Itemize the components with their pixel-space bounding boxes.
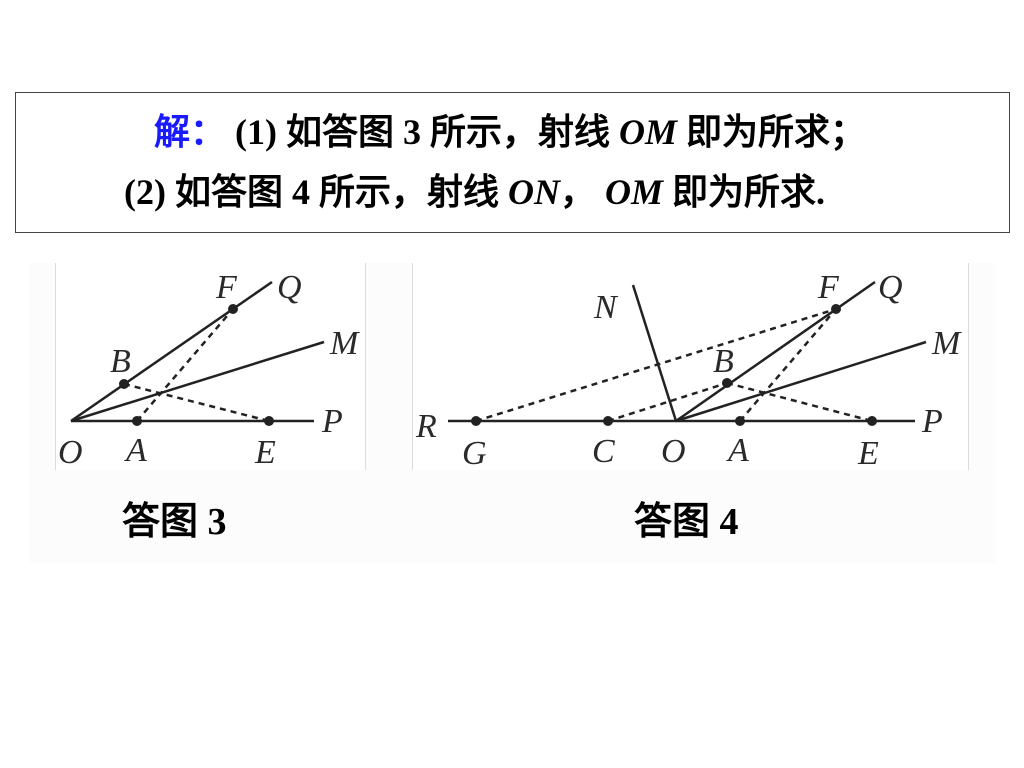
- line2-ray1: ON: [507, 172, 560, 212]
- figure-4-caption: 答图 4: [634, 501, 739, 543]
- label-C: C: [592, 433, 615, 470]
- solution-line-1: 解： (1) 如答图 3 所示，射线 OM 即为所求；: [154, 103, 866, 155]
- point-C: [603, 416, 613, 426]
- line1-ray: OM: [619, 112, 678, 152]
- point-E: [264, 416, 274, 426]
- label-B: B: [713, 343, 734, 380]
- dashed-GF: [475, 307, 837, 423]
- point-B: [722, 378, 732, 388]
- dashed-BE: [123, 382, 270, 423]
- label-M: M: [329, 325, 360, 362]
- label-R: R: [415, 408, 437, 445]
- label-B: B: [110, 343, 131, 380]
- line1-prefix: (1) 如答图 3 所示，射线: [235, 112, 619, 152]
- label-F: F: [215, 269, 238, 306]
- point-F: [831, 304, 841, 314]
- dashed-AF: [739, 308, 837, 422]
- label-E: E: [254, 434, 276, 471]
- label-O: O: [661, 433, 686, 470]
- label-Q: Q: [878, 269, 903, 306]
- label-M: M: [931, 325, 962, 362]
- ray-OM: [675, 340, 927, 423]
- label-A: A: [726, 432, 749, 469]
- figure-4-labels: R G C O A E P N B F Q M: [415, 269, 962, 472]
- figure-3-labels: O A E P B F Q M: [58, 269, 360, 471]
- line1-suffix: 即为所求；: [677, 112, 867, 152]
- dashed-AF: [136, 308, 234, 422]
- solution-box: 解： (1) 如答图 3 所示，射线 OM 即为所求； (2) 如答图 4 所示…: [15, 92, 1010, 233]
- point-B: [119, 379, 129, 389]
- ray-OQ: [70, 280, 273, 423]
- point-E: [867, 416, 877, 426]
- line2-prefix: (2) 如答图 4 所示，射线: [124, 172, 508, 212]
- figure-3-panel: [55, 263, 366, 470]
- figure-3-caption: 答图 3: [122, 501, 227, 543]
- ray-ON: [631, 284, 678, 422]
- dashed-BE: [726, 381, 873, 423]
- figure-4-panel: [412, 263, 969, 470]
- line2-ray2: OM: [605, 172, 664, 212]
- label-N: N: [593, 289, 619, 326]
- point-F: [228, 304, 238, 314]
- label-F: F: [817, 269, 840, 306]
- point-A: [735, 416, 745, 426]
- figure-4-diagram: [448, 280, 927, 423]
- figure-4-points: [471, 304, 877, 426]
- label-P: P: [321, 403, 343, 440]
- figure-3-points: [119, 304, 274, 426]
- label-A: A: [124, 432, 147, 469]
- ray-OM: [70, 340, 325, 423]
- line2-suffix: 即为所求.: [663, 172, 826, 212]
- solution-line-2: (2) 如答图 4 所示，射线 ON， OM 即为所求.: [124, 163, 825, 215]
- label-Q: Q: [277, 269, 302, 306]
- line2-sep: ，: [559, 172, 605, 212]
- label-G: G: [462, 435, 487, 472]
- figure-3-diagram: [70, 280, 325, 423]
- point-A: [132, 416, 142, 426]
- dashed-CB: [607, 381, 728, 423]
- point-G: [471, 416, 481, 426]
- solution-label: 解：: [154, 112, 227, 152]
- label-P: P: [921, 403, 943, 440]
- label-E: E: [857, 435, 879, 472]
- label-O: O: [58, 434, 83, 471]
- ray-OQ: [675, 280, 876, 423]
